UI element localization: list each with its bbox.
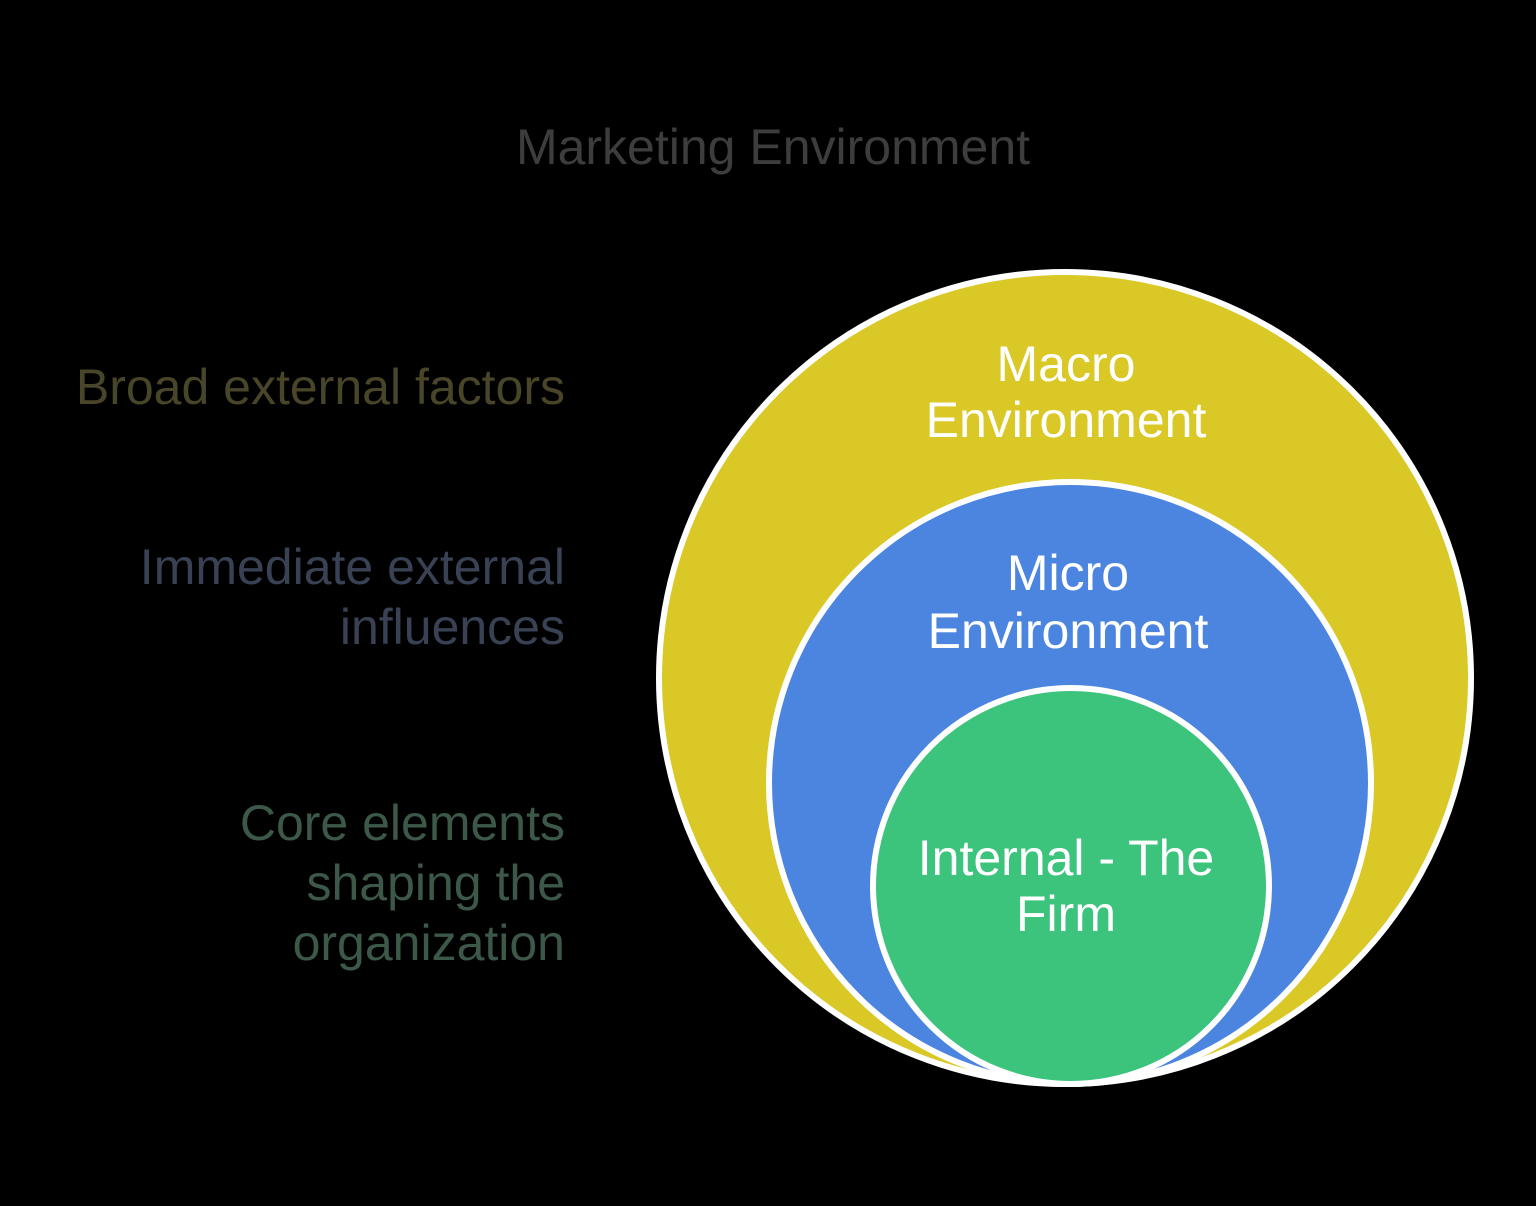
side-label-core-elements: Core elements shaping the organization bbox=[240, 793, 565, 973]
side-label-line: Core elements bbox=[239, 795, 565, 851]
diagram-title: Marketing Environment bbox=[515, 119, 1031, 175]
side-label-immediate-external-influences: Immediate external influences bbox=[140, 537, 565, 657]
internal-firm-label-line-2: Firm bbox=[1016, 886, 1116, 942]
internal-firm-label-line-1: Internal - The bbox=[918, 830, 1214, 886]
side-label-broad-external-factors: Broad external factors bbox=[76, 357, 565, 417]
side-label-line: influences bbox=[339, 599, 565, 655]
side-label-line: Broad external factors bbox=[75, 359, 565, 415]
side-label-line: Immediate external bbox=[139, 539, 565, 595]
micro-environment-label-line-2: Environment bbox=[928, 603, 1209, 659]
micro-environment-label-line-1: Micro bbox=[1007, 545, 1129, 601]
side-label-line: organization bbox=[292, 915, 565, 971]
macro-environment-label-line-1: Macro bbox=[997, 336, 1136, 392]
macro-environment-label-line-2: Environment bbox=[926, 392, 1207, 448]
internal-firm-circle bbox=[870, 685, 1272, 1087]
side-label-line: shaping the bbox=[306, 855, 565, 911]
